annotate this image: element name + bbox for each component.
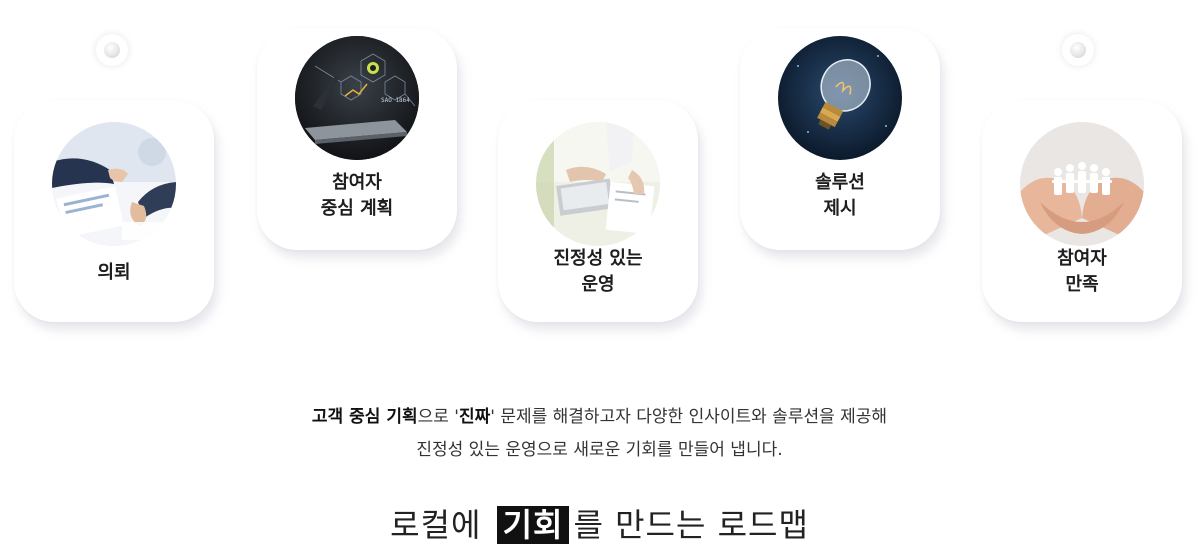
step-card-operation: 진정성 있는 운영 [498, 100, 698, 322]
roadmap-highlight: 기회 [496, 506, 570, 544]
description-emphasis: 고객 중심 기획 [311, 407, 418, 427]
step-card-solution: 솔루션 제시 [740, 28, 940, 250]
card-label: 참여자 만족 [1057, 248, 1107, 295]
step-card-plan: SAO 1864 참여자 중심 계획 [257, 28, 457, 250]
lightbulb-photo [778, 36, 902, 160]
desk-working-photo [536, 122, 660, 246]
step-card-request: 의뢰 [14, 100, 214, 322]
hang-hole-right [1062, 34, 1094, 66]
laptop-data-photo: SAO 1864 [295, 36, 419, 160]
business-meeting-photo [52, 122, 176, 246]
description-line-1: 고객 중심 기획으로 '진짜' 문제를 해결하고자 다양한 인사이트와 솔루션을… [311, 407, 888, 427]
step-card-satisfaction: 참여자 만족 [982, 100, 1182, 322]
description-emphasis-real: 진짜 [458, 407, 491, 427]
card-label: 참여자 중심 계획 [320, 172, 394, 219]
card-label: 진정성 있는 운영 [553, 248, 643, 295]
svg-text:SAO 1864: SAO 1864 [381, 97, 410, 104]
card-label: 솔루션 제시 [815, 172, 865, 219]
hands-people-photo [1020, 122, 1144, 246]
hang-hole-left [96, 34, 128, 66]
description-line-2: 진정성 있는 운영으로 새로운 기회를 만들어 냅니다. [416, 440, 783, 460]
card-label: 의뢰 [97, 262, 131, 283]
